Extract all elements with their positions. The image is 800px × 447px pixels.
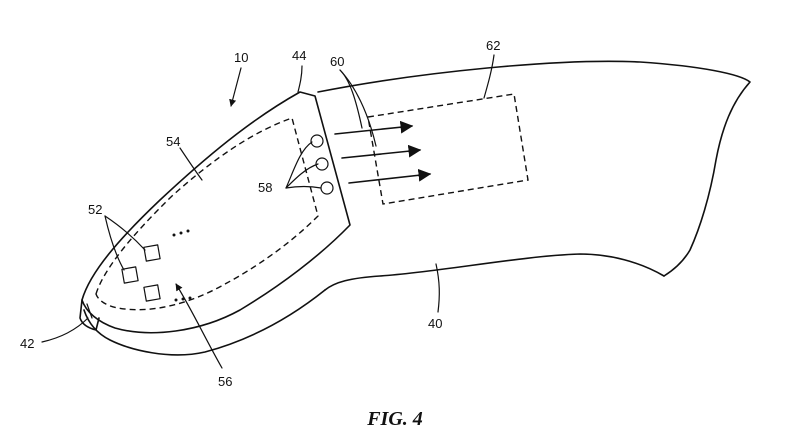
target-region <box>367 93 529 205</box>
light-emitter-circles <box>310 134 334 195</box>
ref-44: 44 <box>292 48 306 63</box>
inner-dashed-boundary <box>95 117 319 311</box>
reference-labels: 10 44 60 62 54 58 52 42 40 56 <box>20 38 500 389</box>
ref-56: 56 <box>218 374 232 389</box>
ref-58: 58 <box>258 180 272 195</box>
ref-62: 62 <box>486 38 500 53</box>
emission-arrows <box>334 120 432 184</box>
ref-42: 42 <box>20 336 34 351</box>
ref-54: 54 <box>166 134 180 149</box>
leader-lines <box>41 54 495 369</box>
dotted-guides <box>172 229 192 302</box>
sensor-squares <box>121 244 161 302</box>
finger-outline <box>83 60 751 356</box>
ref-60: 60 <box>330 54 344 69</box>
device-housing <box>79 91 351 334</box>
ref-10: 10 <box>234 50 248 65</box>
ref-52: 52 <box>88 202 102 217</box>
ref-40: 40 <box>428 316 442 331</box>
figure-caption: FIG. 4 <box>366 408 423 430</box>
